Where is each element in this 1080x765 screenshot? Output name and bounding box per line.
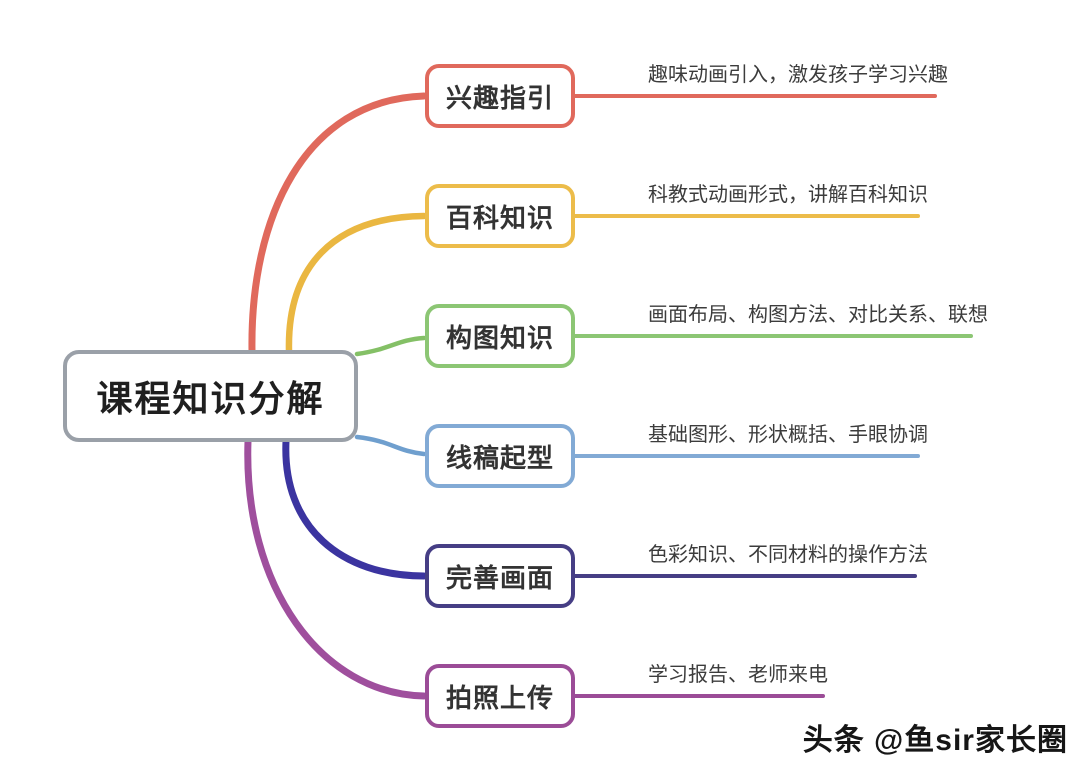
branch-curve (354, 335, 427, 357)
branch-underline (572, 694, 825, 698)
branch-node-label: 百科知识 (445, 202, 554, 233)
root-node: 课程知识分解 (63, 350, 358, 442)
branch-description: 科教式动画形式，讲解百科知识 (648, 184, 928, 206)
branch-node: 拍照上传 (425, 664, 575, 728)
branch-curve (244, 437, 428, 700)
branch-node-label: 构图知识 (445, 322, 554, 353)
branch-node: 兴趣指引 (425, 64, 575, 128)
branch-curve (354, 434, 427, 457)
branch-node-label: 兴趣指引 (445, 82, 554, 113)
branch-node: 线稿起型 (425, 424, 575, 488)
root-node-label: 课程知识分解 (96, 378, 325, 419)
branch-description: 学习报告、老师来电 (648, 664, 828, 686)
branch-node: 百科知识 (425, 184, 575, 248)
branch-node-label: 拍照上传 (445, 682, 554, 713)
branch-description: 基础图形、形状概括、手眼协调 (648, 424, 928, 446)
branch-underline (572, 214, 920, 218)
branch-description: 色彩知识、不同材料的操作方法 (648, 544, 928, 566)
branch-node: 完善画面 (425, 544, 575, 608)
branch-curve (285, 212, 428, 355)
branch-node-label: 线稿起型 (445, 442, 554, 473)
branch-node-label: 完善画面 (445, 562, 554, 593)
branch-node: 构图知识 (425, 304, 575, 368)
branch-underline (572, 574, 917, 578)
branch-curve (248, 92, 428, 355)
branch-description: 趣味动画引入，激发孩子学习兴趣 (648, 64, 948, 86)
branch-underline (572, 94, 937, 98)
branch-curve (282, 437, 428, 580)
branch-underline (572, 334, 973, 338)
watermark-text: 头条 @鱼sir家长圈 (802, 724, 1068, 757)
branch-underline (572, 454, 920, 458)
branch-description: 画面布局、构图方法、对比关系、联想 (648, 304, 988, 326)
